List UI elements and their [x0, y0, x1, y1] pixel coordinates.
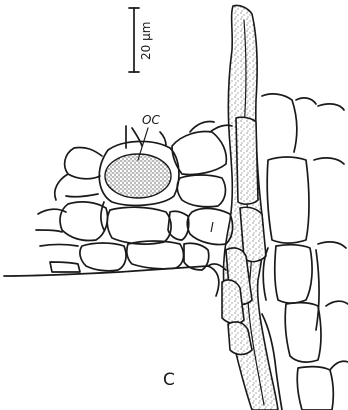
panel-label: C: [163, 370, 175, 390]
scale-bar-label: 20 µm: [139, 22, 153, 60]
scale-bar: [129, 8, 139, 72]
oil-body: [105, 154, 171, 198]
l-label: l: [210, 221, 214, 236]
right-cells: [262, 94, 348, 410]
stem-cell-1: [236, 117, 258, 204]
oc-label: OC: [142, 113, 160, 127]
